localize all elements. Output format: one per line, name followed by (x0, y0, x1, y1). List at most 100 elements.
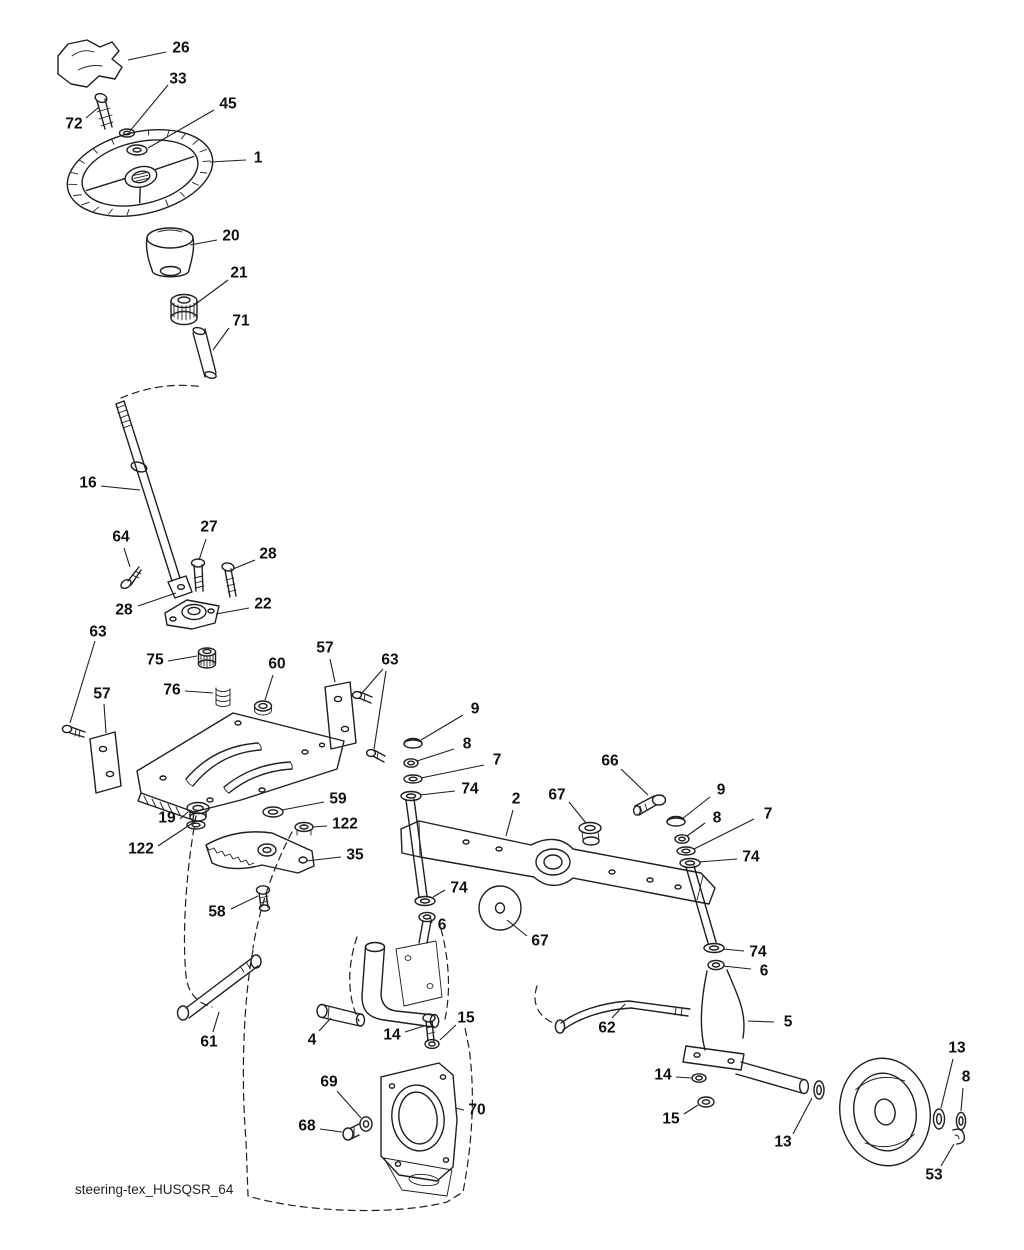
part-67-bushing (578, 821, 602, 846)
part-75-bushing (197, 647, 217, 669)
callout-label-15: 15 (662, 1111, 680, 1128)
part-58-bolt (255, 885, 271, 912)
callout-leader-7 (693, 818, 755, 850)
callout-label-21: 21 (230, 265, 248, 282)
callout-leader-21 (196, 279, 229, 304)
callout-leader-63 (361, 668, 384, 694)
part-68-bolt (342, 1123, 360, 1141)
callout-label-27: 27 (200, 519, 217, 536)
callout-label-20: 20 (222, 228, 239, 245)
callout-label-8: 8 (463, 736, 472, 753)
callout-label-63: 63 (89, 624, 107, 641)
wheel-hub (839, 1057, 931, 1167)
callout-leader-68 (319, 1128, 343, 1133)
callout-leader-20 (189, 239, 218, 246)
part-16-steering-shaft (115, 384, 204, 599)
callout-leader-28 (137, 592, 177, 607)
callout-leader-66 (620, 768, 649, 796)
callout-label-68: 68 (298, 1118, 316, 1135)
callout-label-8: 8 (713, 810, 722, 827)
part-70-bracket (380, 1062, 458, 1197)
part-26-emblem-cap (57, 39, 123, 88)
callout-leader-14 (675, 1076, 692, 1079)
part-57-bracket-right (324, 681, 357, 750)
part-63-screw-left (61, 724, 86, 738)
callout-label-14: 14 (383, 1027, 401, 1044)
callout-leader-15 (439, 1024, 457, 1041)
callout-leader-67 (506, 919, 528, 937)
callout-label-66: 66 (601, 753, 619, 770)
callout-label-28: 28 (115, 602, 133, 619)
part-71-shaft-tube (192, 326, 217, 379)
callout-label-6: 6 (760, 963, 769, 980)
callout-label-6: 6 (438, 917, 447, 934)
part-28-screw-upper (221, 562, 237, 598)
callout-leader-57 (329, 658, 336, 683)
callout-leader-5 (747, 1020, 775, 1023)
callout-leader-72 (85, 106, 100, 119)
callout-label-7: 7 (764, 806, 773, 823)
part-14-15-bolt-left (422, 1013, 440, 1050)
callout-label-19: 19 (158, 810, 176, 827)
callout-leader-26 (127, 51, 167, 61)
callout-leader-75 (167, 655, 198, 662)
assembly-dashed-lines (183, 815, 557, 1212)
callout-leader-58 (230, 895, 259, 910)
callout-leader-60 (264, 674, 274, 701)
part-53-clip (952, 1128, 966, 1145)
callout-label-61: 61 (200, 1034, 218, 1051)
callout-leader-74 (419, 790, 456, 796)
callout-label-28: 28 (259, 546, 277, 563)
callout-leader-74 (698, 858, 738, 863)
callout-leader-1 (209, 159, 247, 163)
callout-leader-59 (281, 801, 325, 811)
callout-label-35: 35 (346, 847, 364, 864)
part-45-washer (126, 144, 148, 156)
callout-label-67: 67 (548, 787, 565, 804)
callout-label-60: 60 (268, 656, 285, 673)
callout-leader-76 (184, 690, 214, 694)
callout-leader-27 (198, 538, 207, 561)
part-61-drag-link (176, 954, 262, 1021)
callout-label-64: 64 (112, 529, 130, 546)
callout-leader-19 (179, 811, 189, 820)
callout-leader-9 (681, 796, 711, 820)
callout-leader-69 (336, 1090, 362, 1119)
callout-label-2: 2 (512, 791, 521, 808)
callout-leader-8 (416, 748, 455, 762)
callout-label-33: 33 (169, 71, 187, 88)
part-8-washer-right (955, 1111, 967, 1131)
callout-leader-63 (69, 640, 96, 724)
callout-label-9: 9 (717, 782, 726, 799)
callout-leader-62 (611, 1003, 626, 1019)
callout-leader-33 (129, 84, 169, 132)
part-1-steering-wheel (66, 129, 214, 217)
part-67-disc (478, 885, 522, 931)
callout-label-57: 57 (93, 686, 110, 703)
callout-label-1: 1 (254, 150, 263, 167)
part-21-adapter (170, 293, 198, 326)
callout-leader-74 (432, 889, 446, 898)
part-64-bolt (120, 566, 142, 590)
callout-leader-4 (318, 1017, 332, 1032)
callout-label-74: 74 (749, 944, 767, 961)
callout-label-59: 59 (329, 791, 347, 808)
callout-layer: 2633457212021711664272822286357757660576… (65, 40, 970, 1184)
part-57-bracket-left (89, 731, 122, 794)
callout-leader-14 (404, 1025, 425, 1033)
callout-label-8: 8 (962, 1069, 971, 1086)
callout-leader-64 (123, 547, 131, 568)
callout-label-13: 13 (774, 1134, 792, 1151)
callout-label-62: 62 (598, 1020, 615, 1037)
callout-label-63: 63 (381, 652, 399, 669)
callout-leader-28 (232, 559, 256, 570)
callout-leader-8 (960, 1087, 964, 1112)
callout-leader-22 (215, 607, 250, 615)
callout-label-7: 7 (493, 752, 502, 769)
callout-label-13: 13 (948, 1040, 966, 1057)
callout-label-14: 14 (654, 1067, 672, 1084)
diagram-artwork (57, 39, 967, 1212)
callout-leader-8 (686, 822, 706, 837)
callout-label-58: 58 (208, 904, 226, 921)
